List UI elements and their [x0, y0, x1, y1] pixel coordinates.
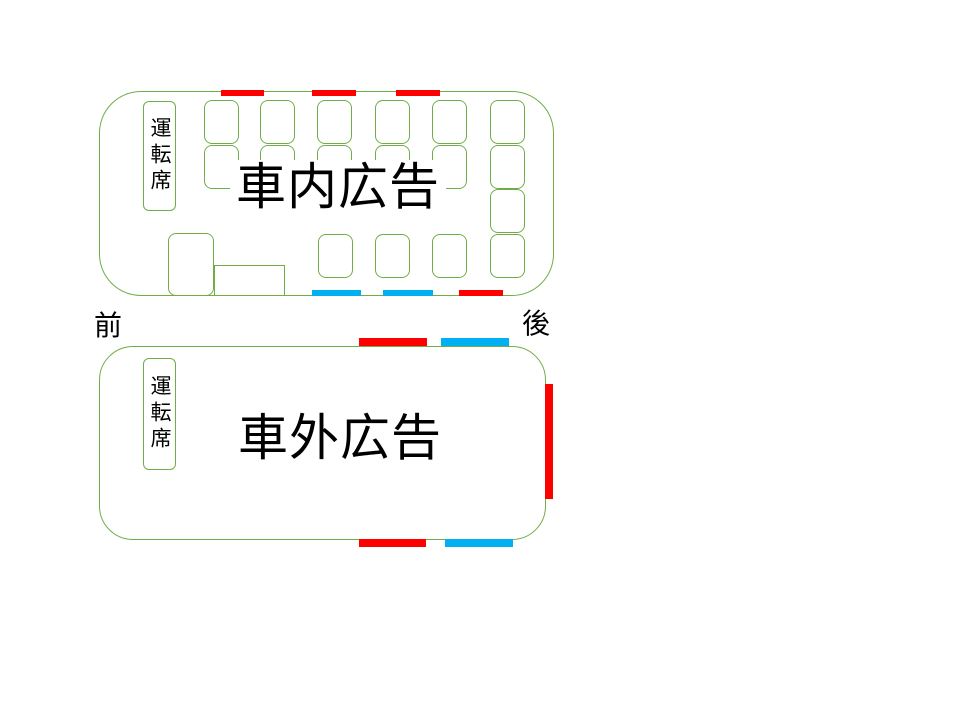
interior-ad-title: 車内広告: [230, 160, 446, 218]
seat: [490, 234, 525, 278]
entrance-step: [214, 265, 285, 296]
exterior-driver-seat: 運転席: [143, 358, 176, 470]
seat: [260, 100, 295, 144]
exterior-ad-top-1: [359, 338, 427, 346]
interior-driver-seat: 運転席: [143, 101, 176, 211]
interior-ad-top-3: [396, 90, 440, 96]
driver-seat-label: 運転席: [148, 375, 172, 453]
rear-label: 後: [522, 307, 551, 340]
interior-ad-top-2: [312, 90, 356, 96]
front-label: 前: [94, 309, 123, 342]
interior-ad-bottom-1: [312, 290, 361, 296]
seat: [317, 100, 352, 144]
seat: [204, 100, 239, 144]
seat: [318, 234, 353, 278]
front-door-seat: [168, 233, 214, 296]
exterior-ad-rear: [545, 384, 553, 499]
seat: [432, 100, 467, 144]
seat: [375, 234, 410, 278]
interior-ad-top-1: [221, 90, 264, 96]
exterior-ad-top-2: [441, 338, 509, 346]
exterior-ad-title: 車外広告: [238, 409, 442, 467]
interior-ad-bottom-2: [383, 290, 433, 296]
driver-seat-label: 運転席: [148, 117, 172, 195]
exterior-ad-bottom-1: [359, 539, 426, 547]
seat: [375, 100, 410, 144]
seat: [490, 100, 525, 144]
seat: [432, 234, 467, 278]
seat: [490, 145, 525, 189]
exterior-ad-bottom-2: [445, 539, 513, 547]
interior-ad-bottom-3: [459, 290, 503, 296]
seat: [490, 189, 525, 233]
